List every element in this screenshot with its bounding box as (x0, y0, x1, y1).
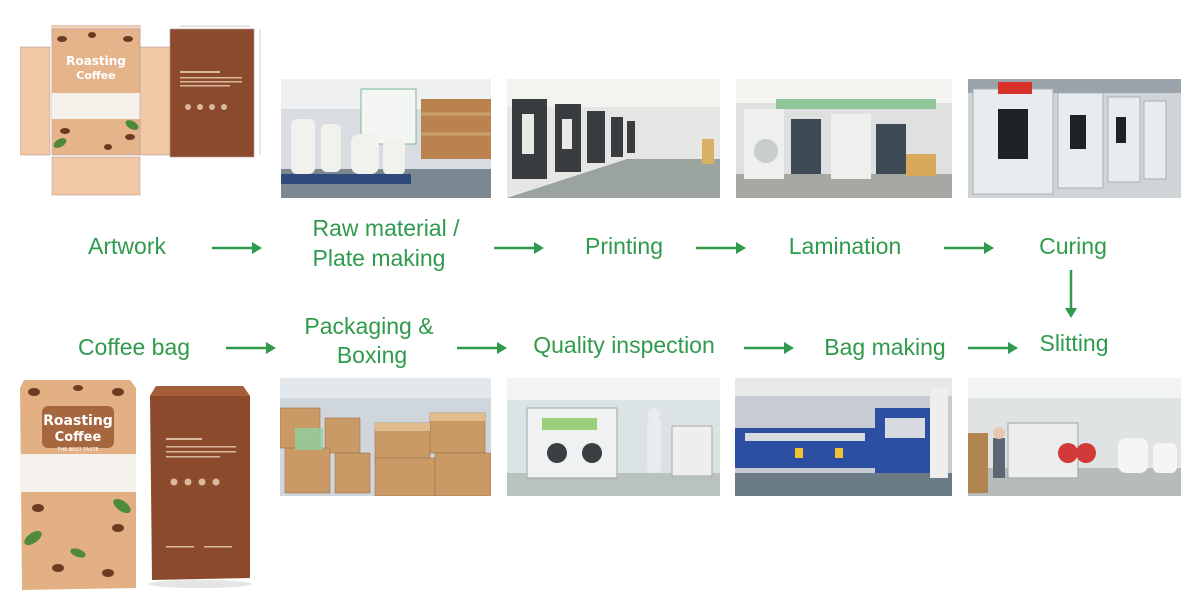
lamination-machine-photo (736, 79, 952, 198)
packaging-boxes-photo (280, 378, 491, 496)
quality-inspection-photo (507, 378, 720, 496)
raw-material-warehouse-photo (281, 79, 491, 198)
bag-making-machine-photo (735, 378, 952, 496)
step-artwork-label: Artwork (88, 233, 166, 259)
flow-arrow-packaging-to-coffee-bag (226, 342, 276, 354)
flow-arrow-lamination-to-curing (944, 242, 994, 254)
curing-room-photo (968, 79, 1181, 198)
slitting-machine-photo (968, 378, 1181, 496)
bag-brand-line1: Roasting (43, 413, 113, 429)
flow-arrow-raw-to-printing (494, 242, 544, 254)
step-lamination-label: Lamination (788, 233, 902, 259)
step-packaging-label-line2: Boxing (336, 342, 408, 368)
flow-arrow-slitting-to-bag-making (968, 342, 1018, 354)
step-packaging-label-line1: Packaging & (304, 313, 434, 339)
step-curing-label: Curing (1039, 233, 1107, 259)
dieline-brand-line1: Roasting (66, 54, 126, 68)
step-raw-material-label-line2: Plate making (312, 245, 446, 271)
step-bag-making-label: Bag making (824, 334, 946, 360)
step-slitting-label: Slitting (1039, 330, 1109, 356)
step-quality-inspection-label: Quality inspection (533, 332, 715, 358)
bag-tagline: THE BEST TASTE (56, 447, 98, 453)
step-raw-material-label-line1: Raw material / (312, 215, 460, 241)
flow-arrow-curing-to-slitting (1065, 270, 1077, 318)
dieline-brand-line2: Coffee (76, 69, 115, 82)
bag-brand-line2: Coffee (55, 430, 102, 445)
artwork-dieline-image: Roasting Coffee (19, 24, 270, 197)
flow-arrow-printing-to-lamination (696, 242, 746, 254)
step-coffee-bag-label: Coffee bag (77, 334, 191, 360)
flow-arrow-quality-to-packaging (457, 342, 507, 354)
flow-arrow-bag-making-to-quality (744, 342, 794, 354)
coffee-bag-product-image: Roasting Coffee THE BEST TASTE (18, 378, 268, 593)
printing-press-photo (507, 79, 720, 198)
flow-arrow-artwork-to-raw (212, 242, 262, 254)
step-printing-label: Printing (585, 233, 663, 259)
